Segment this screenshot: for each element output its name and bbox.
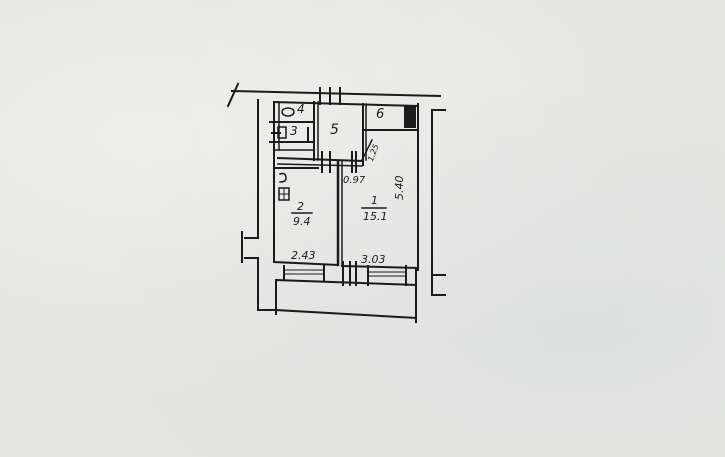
toilet-icon <box>281 107 295 117</box>
room-2-number: 2 <box>297 200 304 213</box>
outer-walls <box>226 82 446 323</box>
room-5-number: 5 <box>330 122 339 138</box>
dimension-room1-width: 3.03 <box>361 253 386 266</box>
room-1-area: 15.1 <box>363 210 388 223</box>
room-4-number: 4 <box>297 102 305 116</box>
dimension-room1-length: 5.40 <box>393 175 406 201</box>
fixtures <box>277 107 295 201</box>
inner-walls <box>269 100 420 271</box>
dimension-room2-width: 2.43 <box>291 249 316 262</box>
area-fraction-lines <box>291 207 387 214</box>
dimension-door-width: 0.97 <box>343 175 366 186</box>
kitchen-sink-icon <box>279 172 287 183</box>
room-1-number: 1 <box>371 194 378 207</box>
room-3-number: 3 <box>290 124 298 138</box>
room-2-area: 9.4 <box>293 215 311 228</box>
window-and-door-marks <box>271 87 407 286</box>
sink-icon <box>277 126 287 139</box>
room-6-number: 6 <box>376 107 385 122</box>
